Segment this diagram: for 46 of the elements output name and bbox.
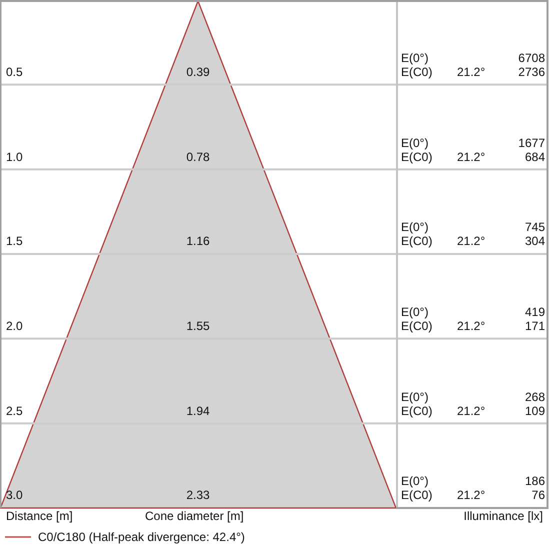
illuminance-value: 76	[532, 488, 545, 502]
axis-label: Distance [m]	[6, 509, 73, 523]
cone-diameter-value: 1.55	[186, 319, 210, 333]
illuminance-label: E(C0)	[401, 319, 432, 333]
cone-diameter-value: 0.78	[186, 150, 210, 164]
illuminance-label: E(0°)	[401, 305, 428, 319]
illuminance-label: E(0°)	[401, 220, 428, 234]
illuminance-label: E(C0)	[401, 150, 432, 164]
illuminance-label: E(C0)	[401, 234, 432, 248]
cone-diameter-value: 1.94	[186, 404, 210, 418]
angle-value: 21.2°	[457, 488, 486, 502]
distance-value: 2.0	[6, 319, 23, 333]
illuminance-label: E(0°)	[401, 136, 428, 150]
illuminance-label: E(C0)	[401, 404, 432, 418]
illuminance-value: 268	[524, 390, 545, 404]
axis-label: Cone diameter [m]	[145, 509, 244, 523]
illuminance-value: 171	[524, 319, 545, 333]
illuminance-value: 304	[524, 234, 545, 248]
illuminance-value: 109	[524, 404, 545, 418]
illuminance-value: 745	[524, 220, 545, 234]
illuminance-label: E(0°)	[401, 51, 428, 65]
angle-value: 21.2°	[457, 150, 486, 164]
illuminance-value: 1677	[518, 136, 545, 150]
distance-value: 1.5	[6, 234, 23, 248]
cone-diameter-value: 2.33	[186, 488, 210, 502]
illuminance-value: 6708	[518, 51, 545, 65]
axis-label: Illuminance [lx]	[464, 509, 543, 523]
illuminance-value: 2736	[518, 65, 545, 79]
illuminance-label: E(0°)	[401, 474, 428, 488]
angle-value: 21.2°	[457, 234, 486, 248]
illuminance-label: E(C0)	[401, 65, 432, 79]
angle-value: 21.2°	[457, 65, 486, 79]
distance-value: 2.5	[6, 404, 23, 418]
distance-value: 0.5	[6, 65, 23, 79]
illuminance-value: 419	[524, 305, 545, 319]
illuminance-label: E(0°)	[401, 390, 428, 404]
distance-value: 3.0	[6, 488, 23, 502]
illuminance-label: E(C0)	[401, 488, 432, 502]
illuminance-value: 684	[524, 150, 545, 164]
legend-text: C0/C180 (Half-peak divergence: 42.4°)	[38, 530, 245, 544]
angle-value: 21.2°	[457, 404, 486, 418]
cone-diameter-value: 1.16	[186, 234, 210, 248]
cone-diameter-value: 0.39	[186, 65, 210, 79]
distance-value: 1.0	[6, 150, 23, 164]
angle-value: 21.2°	[457, 319, 486, 333]
illuminance-value: 186	[524, 474, 545, 488]
